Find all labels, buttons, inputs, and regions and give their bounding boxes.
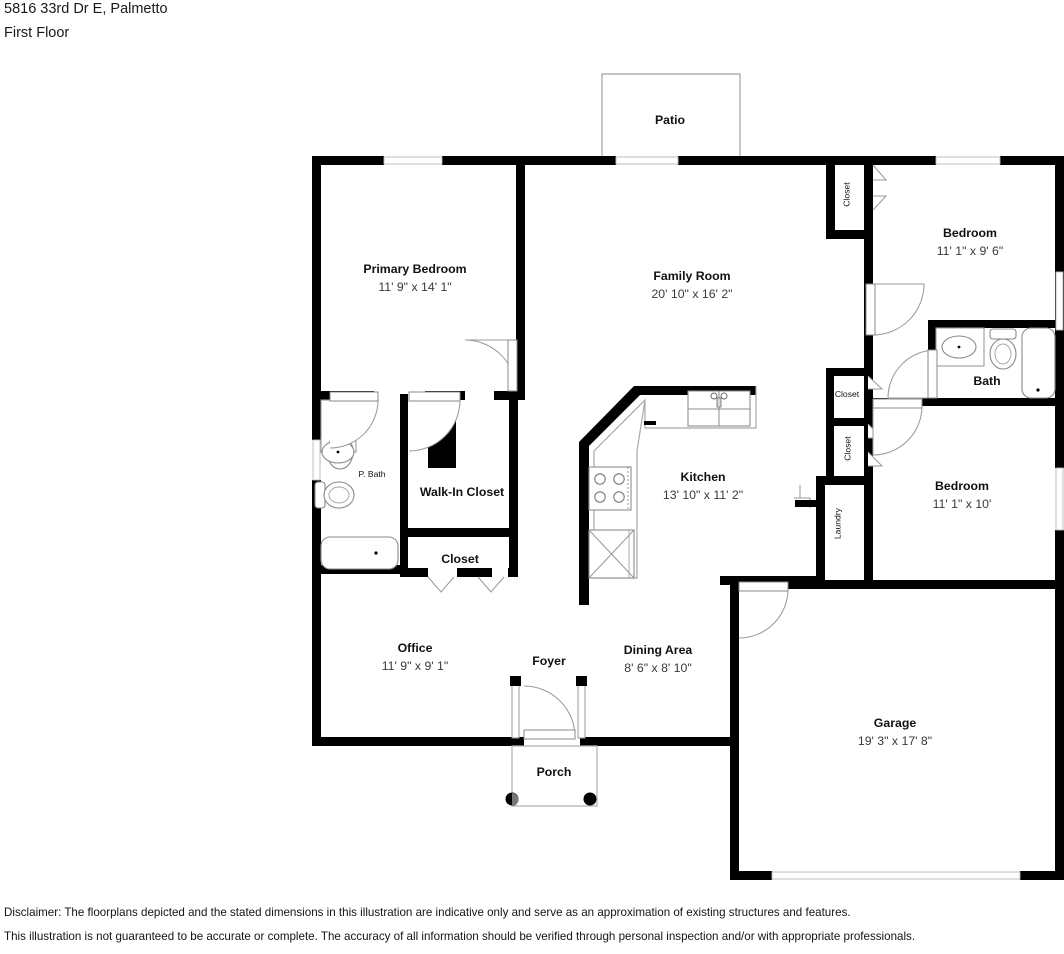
property-address: 5816 33rd Dr E, Palmetto [4,1,168,17]
disclaimer-block: Disclaimer: The floorplans depicted and … [4,906,1060,954]
kitchen-counter-marker [644,421,656,425]
floor-label: First Floor [4,25,70,41]
windows [312,156,1064,880]
disclaimer-line-1: Disclaimer: The floorplans depicted and … [4,906,851,919]
title-block: 5816 33rd Dr E, Palmetto First Floor [4,0,504,43]
kitchen-sink [687,390,751,427]
porch-column-right [583,792,597,806]
exterior-walls [312,156,1064,880]
disclaimer-line-2: This illustration is not guaranteed to b… [4,930,916,943]
range-cooktop [588,466,632,511]
interior-floor-fill [312,156,1064,746]
porch-area [505,676,598,807]
bath-fixtures [935,321,1056,399]
floor-plan-drawing [312,73,1064,880]
patio-area [601,73,741,159]
refrigerator [588,529,635,579]
hall-wall-stubs [720,500,817,585]
